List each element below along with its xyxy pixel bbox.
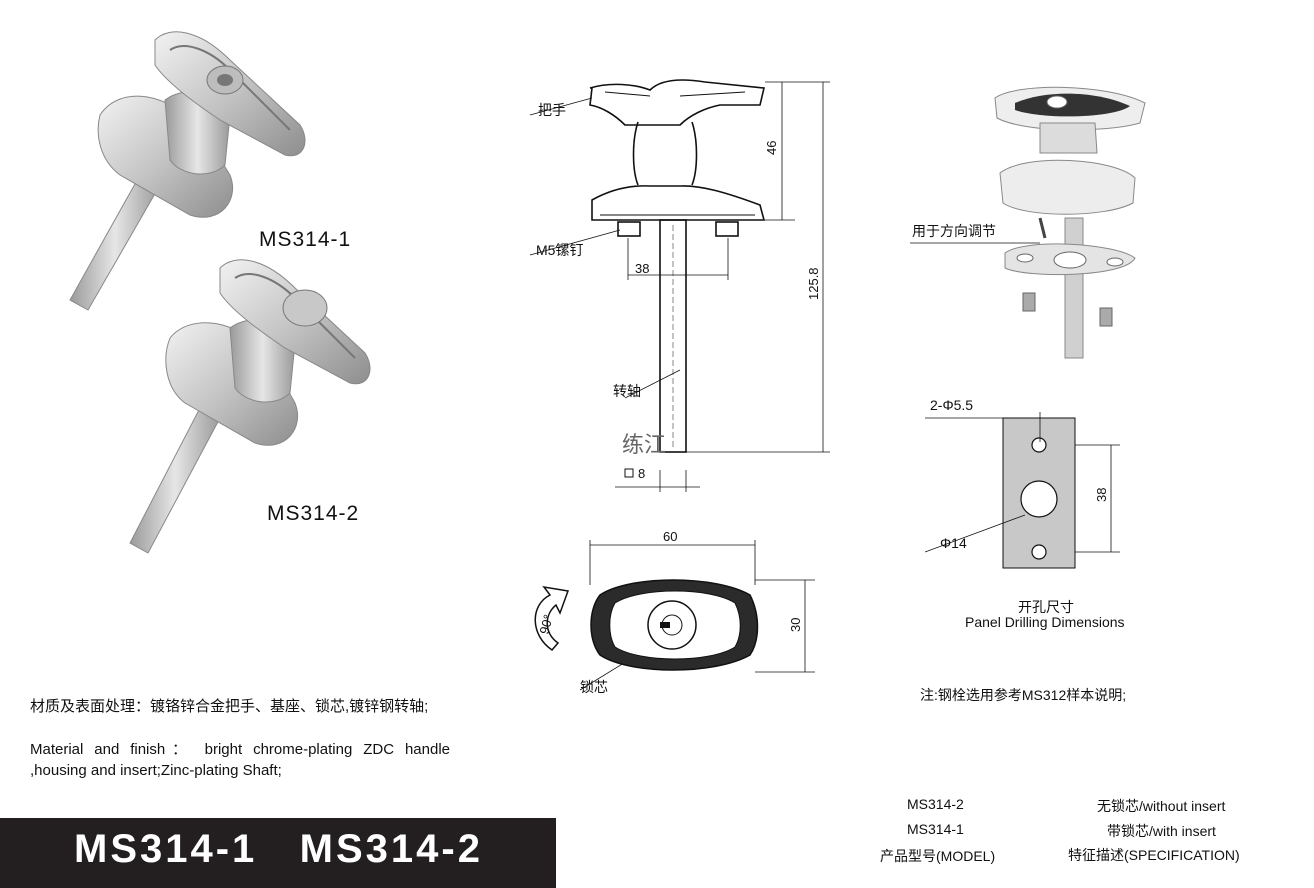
footer-title: MS314-1 MS314-2 bbox=[74, 827, 483, 871]
dim-38: 38 bbox=[635, 261, 649, 276]
exploded-view-render bbox=[994, 86, 1146, 359]
panel-drilling-diagram: 38 bbox=[925, 412, 1120, 569]
dim-30: 30 bbox=[788, 618, 803, 632]
panel-title-en: Panel Drilling Dimensions bbox=[965, 614, 1125, 630]
product-render-ms314-2 bbox=[129, 259, 371, 554]
top-view-drawing: 90° 60 30 bbox=[534, 529, 815, 691]
footer-bar bbox=[0, 818, 556, 888]
watermark: 练江 bbox=[622, 432, 666, 457]
model2-label: MS314-2 bbox=[267, 502, 360, 525]
dim-125-8: 125.8 bbox=[806, 267, 821, 300]
panel-title-cn: 开孔尺寸 bbox=[1018, 599, 1074, 615]
dim-60: 60 bbox=[663, 529, 677, 544]
dim-46: 46 bbox=[764, 141, 779, 155]
dim-square-8: 8 bbox=[638, 466, 645, 481]
product-render-ms314-1 bbox=[69, 31, 306, 311]
side-view-drawing: 46 125.8 38 8 练江 bbox=[529, 79, 830, 492]
shaft-label: 转轴 bbox=[613, 383, 641, 399]
lock-core-label: 锁芯 bbox=[580, 679, 608, 695]
rotation-label: 90° bbox=[536, 613, 556, 636]
spec-header-model: 产品型号(MODEL) bbox=[880, 848, 996, 864]
note-text: 注:钢栓选用参考MS312样本说明; bbox=[920, 687, 1127, 703]
material-en-text: Material and finish： bright chrome-plati… bbox=[30, 741, 450, 779]
spec-desc-row-1: 无锁芯/without insert bbox=[1097, 798, 1226, 814]
hole-small-label: 2-Φ5.5 bbox=[930, 397, 974, 413]
panel-dim-38: 38 bbox=[1094, 488, 1109, 502]
spec-header-spec: 特征描述(SPECIFICATION) bbox=[1068, 847, 1240, 863]
spec-desc-row-2: 带锁芯/with insert bbox=[1107, 823, 1216, 839]
spec-model-row-2: MS314-1 bbox=[907, 821, 964, 837]
square-symbol bbox=[624, 468, 634, 478]
model1-label: MS314-1 bbox=[259, 228, 352, 251]
material-cn-text: 材质及表面处理：镀铬锌合金把手、基座、锁芯,镀锌钢转轴; bbox=[30, 698, 429, 715]
hole-big-label: Φ14 bbox=[940, 535, 967, 551]
adjust-leader bbox=[910, 242, 1040, 244]
handle-label: 把手 bbox=[538, 102, 566, 118]
adjust-label: 用于方向调节 bbox=[912, 223, 996, 239]
screw-label: M5镙钉 bbox=[536, 242, 584, 258]
spec-model-row-1: MS314-2 bbox=[907, 796, 964, 812]
